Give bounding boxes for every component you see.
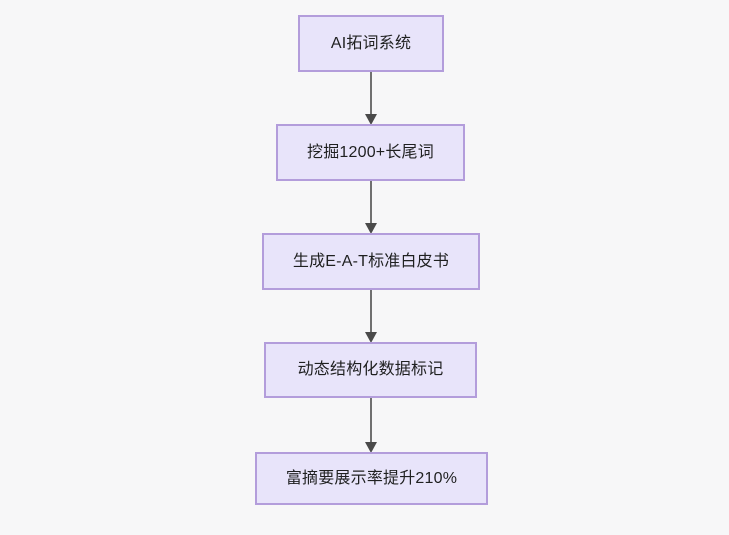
flow-node-label: 挖掘1200+长尾词 bbox=[307, 143, 434, 161]
flow-node-label: 生成E-A-T标准白皮书 bbox=[292, 252, 450, 270]
edge-n1-n2 bbox=[365, 72, 377, 125]
flow-node-rich-snippet-impression-uplift[interactable]: 富摘要展示率提升210% bbox=[255, 452, 488, 505]
edge-n4-n5 bbox=[365, 398, 377, 453]
flow-node-mine-longtail-keywords[interactable]: 挖掘1200+长尾词 bbox=[276, 124, 465, 181]
flow-node-dynamic-structured-data-markup[interactable]: 动态结构化数据标记 bbox=[264, 342, 477, 398]
flow-node-label: 动态结构化数据标记 bbox=[297, 361, 444, 379]
flow-node-generate-eat-whitepaper[interactable]: 生成E-A-T标准白皮书 bbox=[262, 233, 480, 290]
flow-node-label: 富摘要展示率提升210% bbox=[285, 469, 458, 487]
edge-n3-n4 bbox=[365, 290, 377, 343]
edge-n2-n3 bbox=[365, 181, 377, 234]
flow-node-ai-keyword-system[interactable]: AI拓词系统 bbox=[298, 15, 444, 72]
flow-node-label: AI拓词系统 bbox=[330, 34, 412, 52]
